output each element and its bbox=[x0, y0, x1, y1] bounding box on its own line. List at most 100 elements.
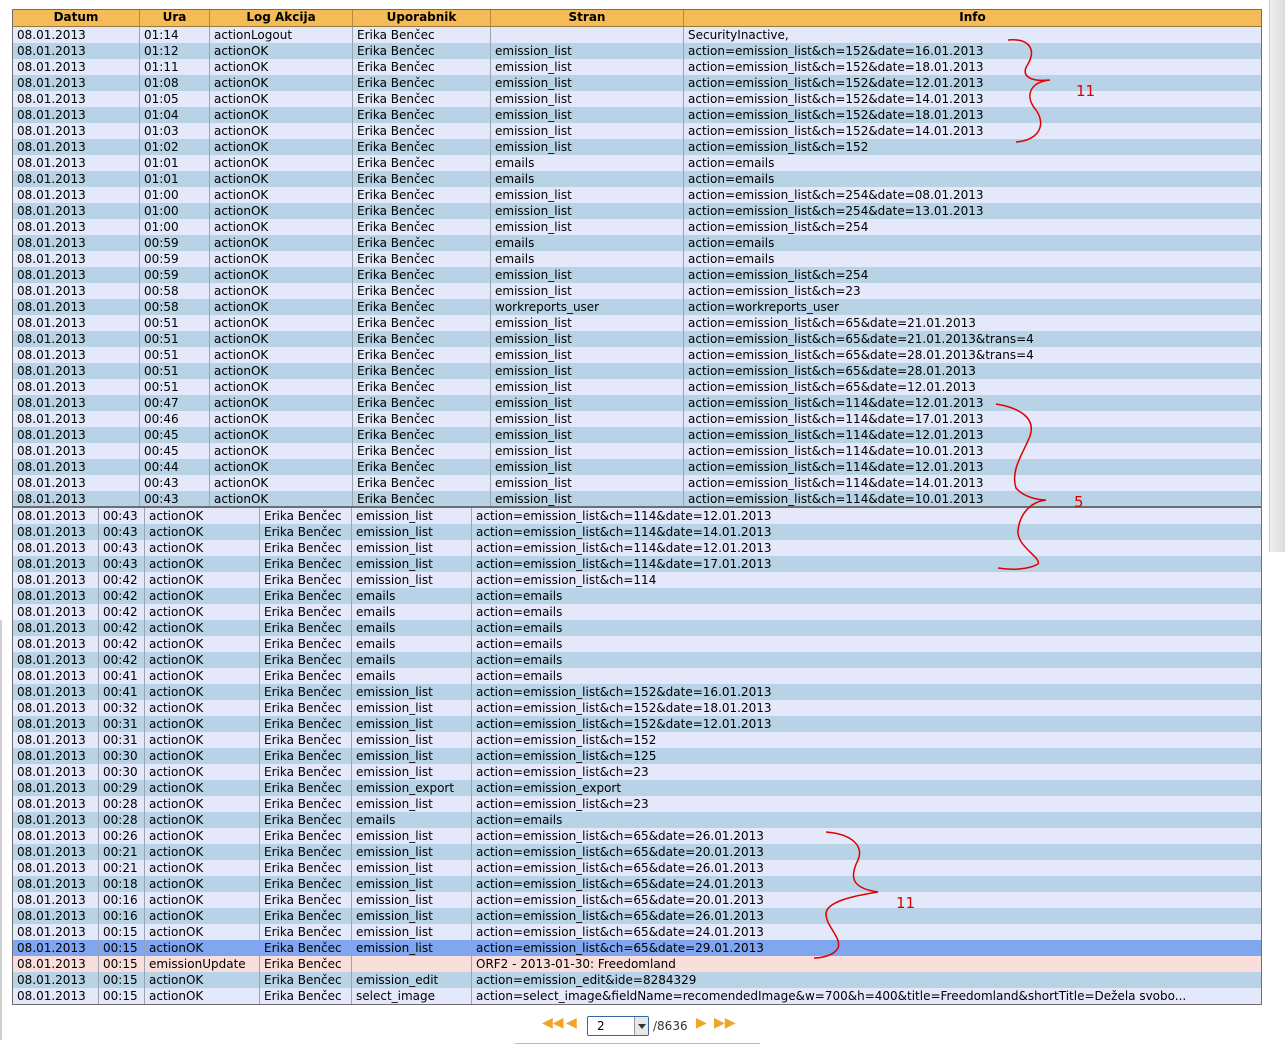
cell-uporabnik: Erika Benčec bbox=[260, 828, 352, 844]
column-header-ura[interactable]: Ura bbox=[140, 10, 210, 26]
cell-info: action=emission_list&ch=152&date=18.01.2… bbox=[476, 701, 772, 715]
column-header-datum[interactable]: Datum bbox=[13, 10, 140, 26]
column-header-stran[interactable]: Stran bbox=[491, 10, 684, 26]
cell-stran: emission_list bbox=[491, 123, 684, 139]
cell-datum: 08.01.2013 bbox=[13, 411, 140, 427]
cell-datum: 08.01.2013 bbox=[13, 203, 140, 219]
cell-uporabnik: Erika Benčec bbox=[353, 203, 491, 219]
cell-datum: 08.01.2013 bbox=[13, 556, 99, 572]
vertical-scrollbar[interactable] bbox=[1269, 0, 1285, 552]
cell-stran: emission_list bbox=[352, 876, 472, 892]
cell-ura: 01:01 bbox=[140, 155, 210, 171]
cell-uporabnik: Erika Benčec bbox=[260, 524, 352, 540]
cell-uporabnik: Erika Benčec bbox=[353, 427, 491, 443]
cell-datum: 08.01.2013 bbox=[13, 347, 140, 363]
cell-log-akcija: actionOK bbox=[145, 764, 260, 780]
cell-stran: emission_list bbox=[352, 828, 472, 844]
cell-uporabnik: Erika Benčec bbox=[260, 988, 352, 1004]
cell-datum: 08.01.2013 bbox=[13, 684, 99, 700]
chevron-down-icon[interactable] bbox=[634, 1017, 648, 1035]
cell-datum: 08.01.2013 bbox=[13, 299, 140, 315]
chevron-left-icon[interactable]: ◀ bbox=[566, 1015, 577, 1031]
cell-uporabnik: Erika Benčec bbox=[260, 604, 352, 620]
double-chevron-left-icon[interactable]: ◀◀ bbox=[542, 1015, 564, 1031]
cell-datum: 08.01.2013 bbox=[13, 988, 99, 1004]
pager-underline bbox=[515, 1043, 760, 1044]
column-header-log-akcija[interactable]: Log Akcija bbox=[210, 10, 353, 26]
column-header-uporabnik[interactable]: Uporabnik bbox=[353, 10, 491, 26]
double-chevron-right-icon[interactable]: ▶▶ bbox=[714, 1015, 736, 1031]
cell-ura: 01:11 bbox=[140, 59, 210, 75]
column-header-info[interactable]: Info bbox=[959, 10, 986, 24]
cell-log-akcija: actionOK bbox=[210, 379, 353, 395]
cell-stran: emission_list bbox=[352, 748, 472, 764]
chevron-right-icon[interactable]: ▶ bbox=[696, 1015, 707, 1031]
cell-stran: emission_list bbox=[352, 844, 472, 860]
cell-uporabnik: Erika Benčec bbox=[260, 668, 352, 684]
page-select[interactable]: 2 bbox=[587, 1016, 649, 1036]
